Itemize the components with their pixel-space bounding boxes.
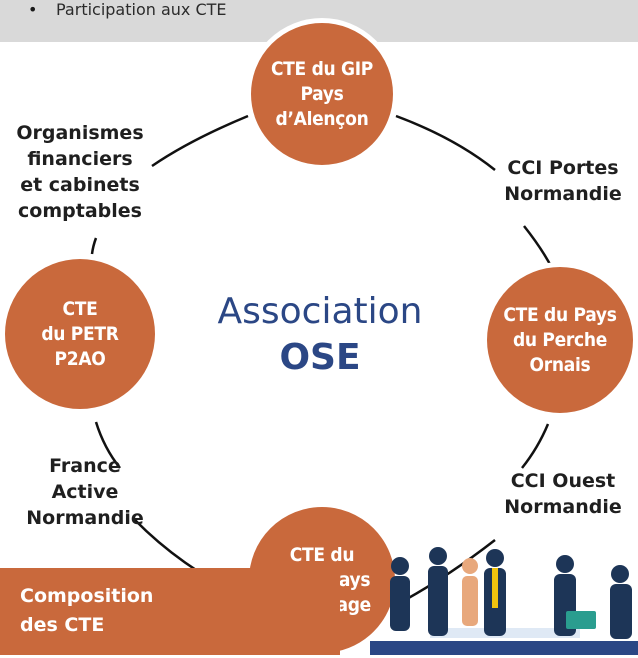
header-bullet-text: Participation aux CTE — [56, 0, 227, 19]
node-cte-petr-p2ao: CTE du PETR P2AO — [0, 254, 160, 414]
node-cte-gip-pays-alencon: CTE du GIP Pays d’Alençon — [246, 18, 398, 170]
arc-bottom-right — [404, 539, 496, 602]
arc-left-upper — [90, 237, 98, 255]
bullet-icon: • — [28, 0, 38, 19]
label-organismes-financiers: Organismes financiers et cabinets compta… — [16, 122, 144, 222]
arc-top-left — [151, 114, 249, 168]
business-people-illustration — [370, 547, 638, 655]
arc-top-right — [395, 114, 496, 171]
label-cci-ouest-normandie: CCI Ouest Normandie — [504, 470, 622, 518]
banner-text: Composition des CTE — [20, 585, 154, 636]
center-subtitle: OSE — [279, 337, 361, 378]
center-title: Association — [217, 291, 423, 332]
label-france-active-normandie: France Active Normandie — [26, 455, 144, 529]
node-label: CTE du GIP Pays d’Alençon — [270, 57, 374, 130]
node-label: CTE du PETR P2AO — [41, 297, 119, 370]
node-cte-pays-perche-ornais: CTE du Pays du Perche Ornais — [482, 262, 638, 418]
arc-left-lower — [94, 421, 121, 469]
composition-banner — [0, 568, 340, 655]
node-label: CTE du Pays du Perche Ornais — [503, 303, 617, 376]
label-cci-portes-normandie: CCI Portes Normandie — [504, 157, 622, 205]
arc-right-lower — [521, 423, 550, 469]
